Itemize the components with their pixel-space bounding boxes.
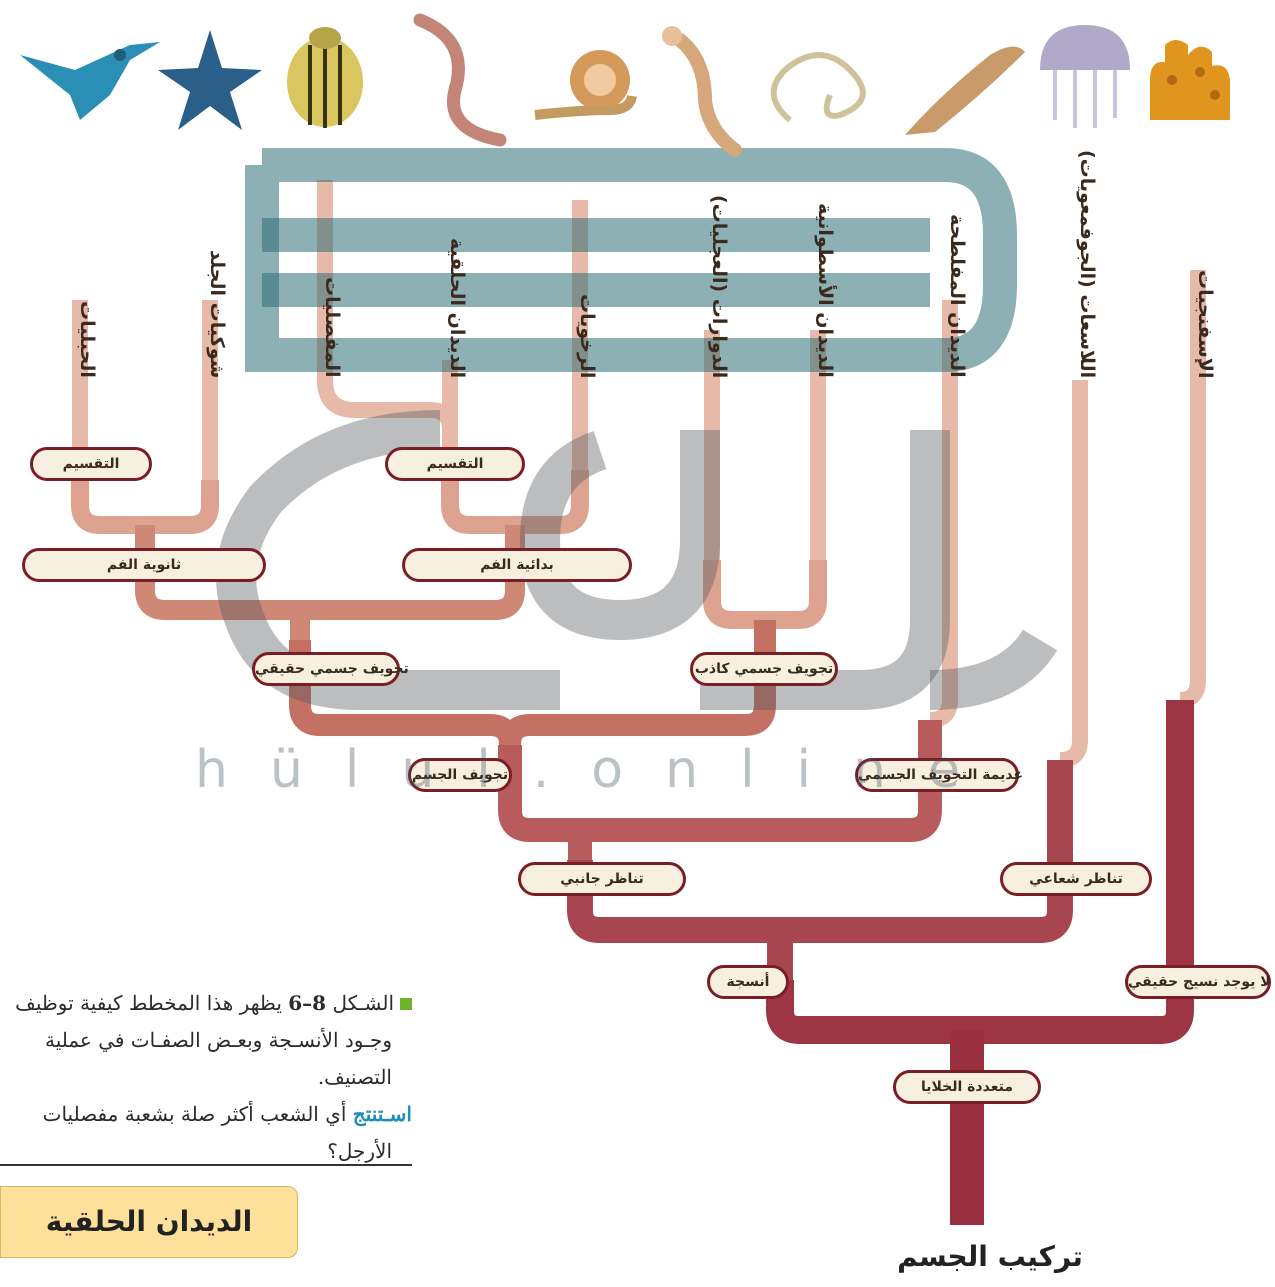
sponge-icon xyxy=(1150,40,1230,120)
caption-prefix: الشـكل xyxy=(326,991,394,1015)
trait-bilateral: تناظر جانبي xyxy=(518,862,686,896)
caption-line-4-text: أي الشعب أكثر صلة بشعبة مفصليات xyxy=(43,1102,353,1126)
trait-multicellular: متعددة الخلايا xyxy=(893,1070,1041,1104)
trait-tissues: أنسجة xyxy=(707,965,789,999)
taxon-label-roundworms: الديدان الأسطوانية xyxy=(802,148,836,378)
join-deuterostomes xyxy=(80,480,210,525)
taxon-label-chordates: الحبليات xyxy=(64,148,98,378)
trait-protostome: بدائية الفم xyxy=(402,548,632,582)
taxon-label-rotifers: الدوارات (العجليات) xyxy=(696,148,730,378)
caption-line-2: وجـود الأنسـجة وبعـض الصفـات في عملية xyxy=(0,1022,412,1059)
taxon-label-sponges: الإسفنجيات xyxy=(1182,148,1216,378)
stem-multicell-a xyxy=(780,980,960,1030)
organism-icons xyxy=(20,20,1230,150)
caption-line-1-text: يظهر هذا المخطط كيفية توظيف xyxy=(15,991,288,1015)
caption-marker-icon xyxy=(400,998,412,1010)
flatworm-icon xyxy=(905,47,1025,135)
trait-pseudocoelom: تجويف جسمي كاذب xyxy=(690,652,838,686)
trait-no-true-tissue: لا يوجد نسيج حقيقي xyxy=(1125,965,1271,999)
caption-figure-number: 8–6 xyxy=(288,991,326,1015)
join-pseudocoelom xyxy=(712,560,818,620)
hummingbird-icon xyxy=(20,42,160,120)
caption-divider xyxy=(0,1164,412,1166)
trait-deuterostome: ثانوية الفم xyxy=(22,548,266,582)
trait-segmentation-right: التقسيم xyxy=(385,447,525,481)
root-label: تركيب الجسم xyxy=(865,1240,1115,1273)
watermark-text: hülul.online xyxy=(195,740,995,800)
taxon-label-echinoderms: شوكيات الجلد xyxy=(194,148,228,378)
taxon-label-annelids: الديدان الحلقية xyxy=(434,148,468,378)
section-title: الديدان الحلقية xyxy=(0,1186,298,1258)
jellyfish-icon xyxy=(1040,25,1130,128)
taxon-label-cnidarians: اللاسعات (الجوفمعويات) xyxy=(1064,148,1098,378)
watermark-letters xyxy=(236,430,1040,690)
earthworm-icon xyxy=(420,20,500,140)
caption-line-1: الشـكل 8–6 يظهر هذا المخطط كيفية توظيف xyxy=(0,985,412,1022)
watermark-logo xyxy=(262,165,1000,355)
trait-true-coelom: تجويف جسمي حقيقي xyxy=(252,652,400,686)
caption-line-4: اسـتنتج أي الشعب أكثر صلة بشعبة مفصليات xyxy=(0,1096,412,1133)
starfish-icon xyxy=(158,30,262,130)
beetle-icon xyxy=(287,27,363,128)
branch-cnidarians xyxy=(1060,380,1080,760)
roundworm-icon xyxy=(774,55,863,120)
figure-caption: الشـكل 8–6 يظهر هذا المخطط كيفية توظيف و… xyxy=(0,985,412,1170)
caption-line-3: التصنيف. xyxy=(0,1059,412,1096)
taxon-label-flatworms: الديدان المفلطحة xyxy=(934,148,968,378)
rotifer-icon xyxy=(662,26,735,150)
trait-radial: تناظر شعاعي xyxy=(1000,862,1152,896)
snail-icon xyxy=(535,50,632,115)
taxon-label-arthropods: المفصليات xyxy=(309,148,343,378)
taxon-label-mollusks: الرخويات xyxy=(564,148,598,378)
caption-infer-word: اسـتنتج xyxy=(353,1102,412,1126)
trait-segmentation-left: التقسيم xyxy=(30,447,152,481)
